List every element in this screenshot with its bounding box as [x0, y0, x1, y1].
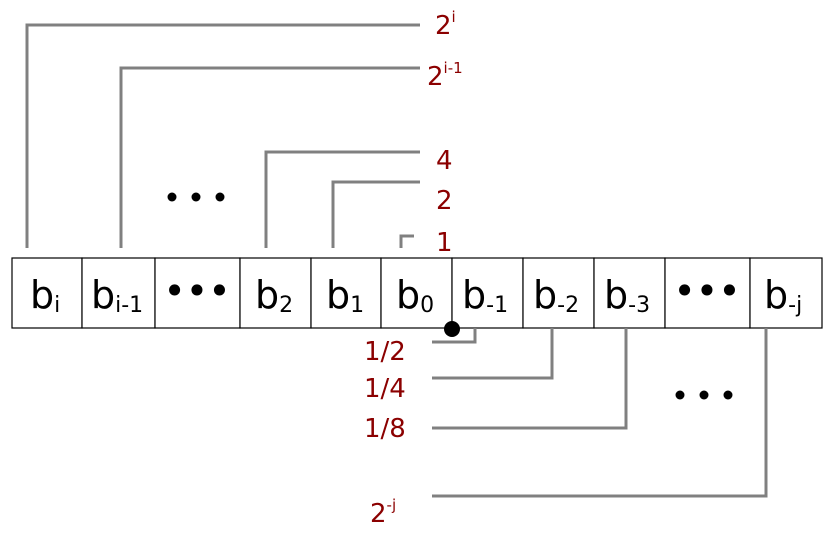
- weight-1-over-2: 1/2: [364, 337, 406, 367]
- bit-cell-minus-3: [593, 257, 666, 329]
- bit-label-ellipsis-right: •••: [673, 269, 740, 313]
- bit-cell-i-minus-1: [81, 257, 156, 329]
- leader-bit-i-minus-1: [119, 66, 420, 248]
- bit-cell-1: [310, 257, 382, 329]
- bit-label-minus-1: b-1: [462, 273, 508, 318]
- leader-bit-minus-2: [432, 328, 554, 380]
- bit-label-1: b1: [326, 273, 364, 318]
- upper-ellipsis: [167, 192, 225, 202]
- leader-bit-0: [399, 234, 414, 248]
- leader-bit-minus-3: [432, 328, 628, 430]
- bit-cell-ellipsis-right: [664, 257, 751, 329]
- weight-1: 1: [436, 228, 453, 258]
- weight-1-over-8: 1/8: [364, 414, 406, 444]
- binary-point: [444, 321, 460, 337]
- bit-cell-i: [11, 257, 83, 329]
- bit-cell-minus-j: [749, 257, 823, 329]
- leader-bit-1: [331, 180, 420, 248]
- bit-label-minus-3: b-3: [604, 273, 650, 318]
- bit-cell-ellipsis-left: [154, 257, 241, 329]
- bit-label-0: b0: [396, 273, 434, 318]
- bit-label-minus-j: b-j: [764, 273, 802, 318]
- weight-2: 2: [436, 186, 453, 216]
- weight-4: 4: [436, 146, 453, 176]
- weight-2-pow-i-minus-1: 2i-1: [427, 59, 463, 92]
- leader-bit-2: [264, 150, 420, 248]
- leader-bit-minus-1: [432, 328, 477, 344]
- bit-label-i-minus-1: bi-1: [91, 273, 143, 318]
- weight-2-pow-i: 2i: [435, 8, 456, 41]
- bit-label-ellipsis-left: •••: [163, 269, 230, 313]
- weight-2-pow-minus-j: 2-j: [370, 496, 396, 529]
- bit-register: [11, 257, 823, 329]
- leader-bit-i: [25, 23, 420, 248]
- bit-cell-minus-1: [451, 257, 524, 329]
- bit-label-i: bi: [30, 273, 60, 318]
- bit-cell-minus-2: [522, 257, 595, 329]
- weight-1-over-4: 1/4: [364, 374, 406, 404]
- leader-bit-minus-j: [432, 328, 768, 498]
- bit-label-minus-2: b-2: [533, 273, 579, 318]
- lower-ellipsis: [675, 390, 733, 400]
- bit-cell-0: [380, 257, 453, 329]
- bit-label-2: b2: [255, 273, 293, 318]
